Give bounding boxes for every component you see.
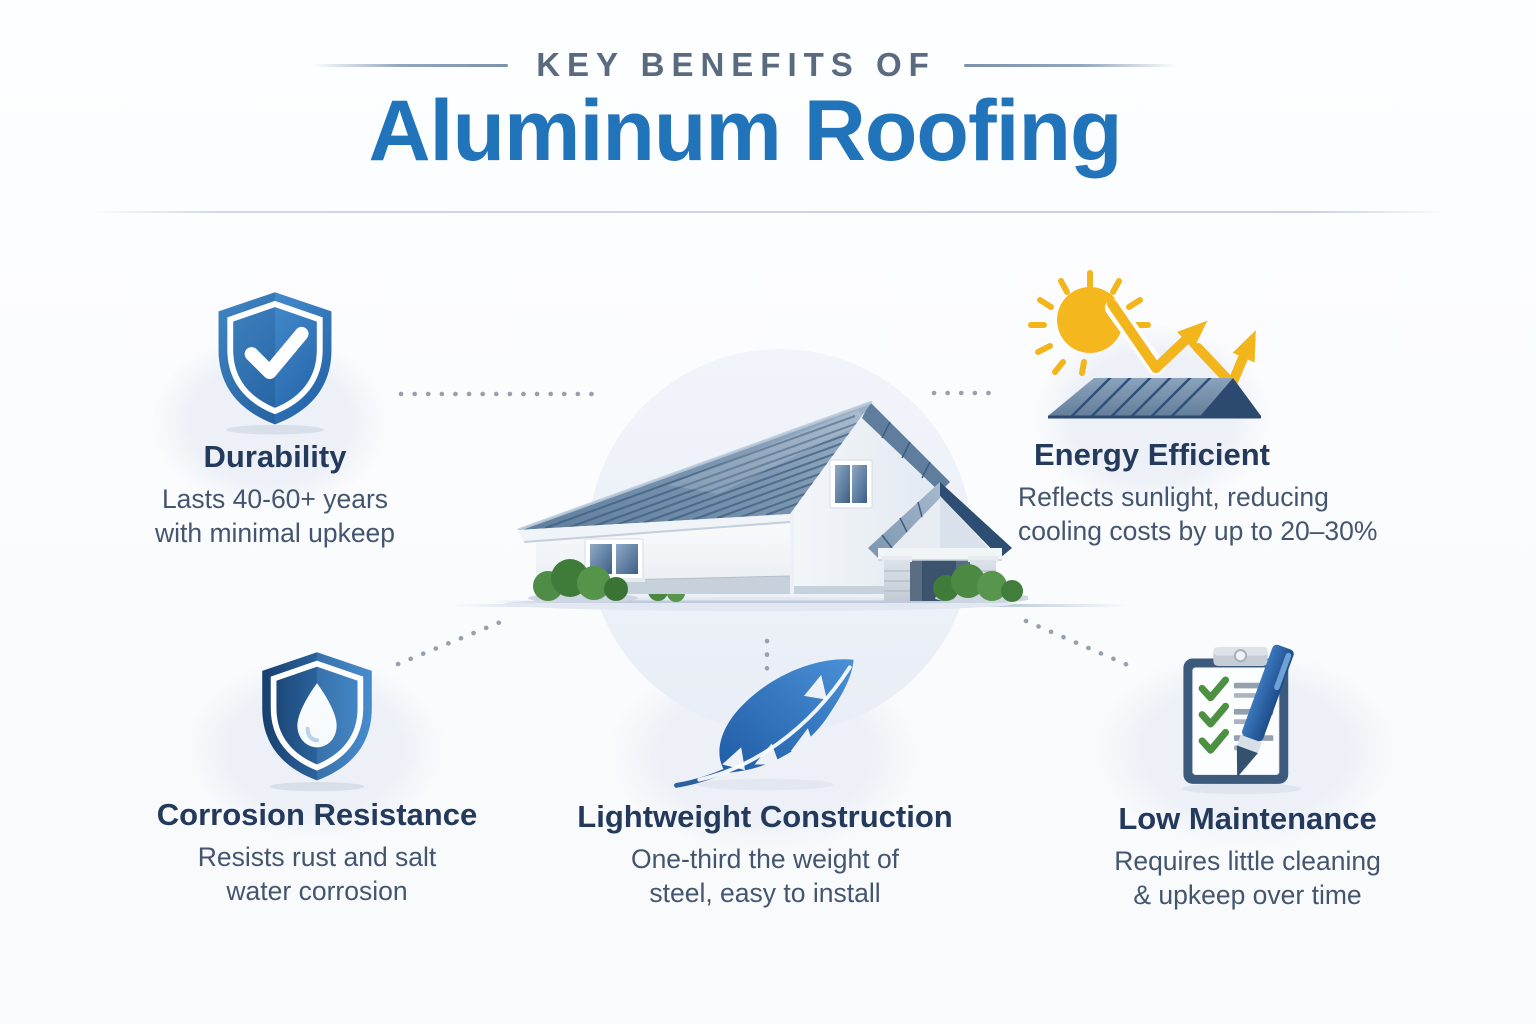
benefit-desc-line2: with minimal upkeep xyxy=(154,518,396,548)
benefit-desc-line1: One-third the weight of xyxy=(630,844,900,874)
benefit-description: One-third the weight of steel, easy to i… xyxy=(565,842,965,910)
house-illustration xyxy=(488,400,1028,611)
house-ground xyxy=(488,600,1028,603)
pen xyxy=(1236,644,1294,778)
benefit-desc-line1: Resists rust and salt xyxy=(197,842,437,872)
eyebrow-row: KEY BENEFITS OF xyxy=(0,46,1490,84)
clipboard-checklist-pen-icon xyxy=(1040,636,1455,797)
benefit-energy-efficient: Energy Efficient Reflects sunlight, redu… xyxy=(1012,270,1432,548)
benefit-desc-line2: cooling costs by up to 20–30% xyxy=(1018,516,1378,546)
benefit-title: Energy Efficient xyxy=(1034,437,1270,472)
shield-check-icon xyxy=(75,288,475,435)
sun xyxy=(1028,270,1151,376)
roof-right-slope xyxy=(862,402,950,492)
benefit-corrosion-resistance: Corrosion Resistance Resists rust and sa… xyxy=(117,648,517,908)
benefit-title: Low Maintenance xyxy=(1118,801,1377,836)
benefit-desc-line2: water corrosion xyxy=(226,876,408,906)
sun-reflective-roof-icon xyxy=(1028,270,1432,433)
benefit-title: Corrosion Resistance xyxy=(156,797,478,832)
benefit-desc-line2: steel, easy to install xyxy=(649,878,881,908)
benefit-title: Durability xyxy=(203,439,347,474)
benefit-durability: Durability Lasts 40-60+ years with minim… xyxy=(75,288,475,550)
eyebrow-text: KEY BENEFITS OF xyxy=(536,46,936,83)
benefit-description: Resists rust and salt water corrosion xyxy=(117,840,517,908)
aluminum-roof xyxy=(517,400,873,543)
benefit-desc-line1: Reflects sunlight, reducing xyxy=(1018,482,1329,512)
benefit-desc-line1: Requires little cleaning xyxy=(1114,846,1381,876)
benefit-low-maintenance: Low Maintenance Requires little cleaning… xyxy=(1040,636,1455,912)
benefit-description: Requires little cleaning & upkeep over t… xyxy=(1040,844,1455,912)
benefit-desc-line1: Lasts 40-60+ years xyxy=(161,484,389,514)
benefit-title: Lightweight Construction xyxy=(577,799,953,834)
eyebrow-dash-left xyxy=(312,63,509,67)
page-title: Aluminum Roofing xyxy=(368,83,1122,179)
feather-icon xyxy=(565,652,965,795)
connector-corrosion xyxy=(395,618,506,667)
benefit-description: Lasts 40-60+ years with minimal upkeep xyxy=(75,482,475,550)
gable-window xyxy=(829,459,873,509)
header-divider xyxy=(88,211,1448,213)
bush-left xyxy=(528,559,638,603)
benefit-description: Reflects sunlight, reducing cooling cost… xyxy=(1018,480,1432,548)
bush-right xyxy=(933,564,1028,603)
eyebrow-dash-right xyxy=(963,63,1178,67)
benefit-lightweight-construction: Lightweight Construction One-third the w… xyxy=(565,652,965,910)
shield-water-drop-icon xyxy=(117,648,517,793)
benefit-desc-line2: & upkeep over time xyxy=(1133,880,1362,910)
